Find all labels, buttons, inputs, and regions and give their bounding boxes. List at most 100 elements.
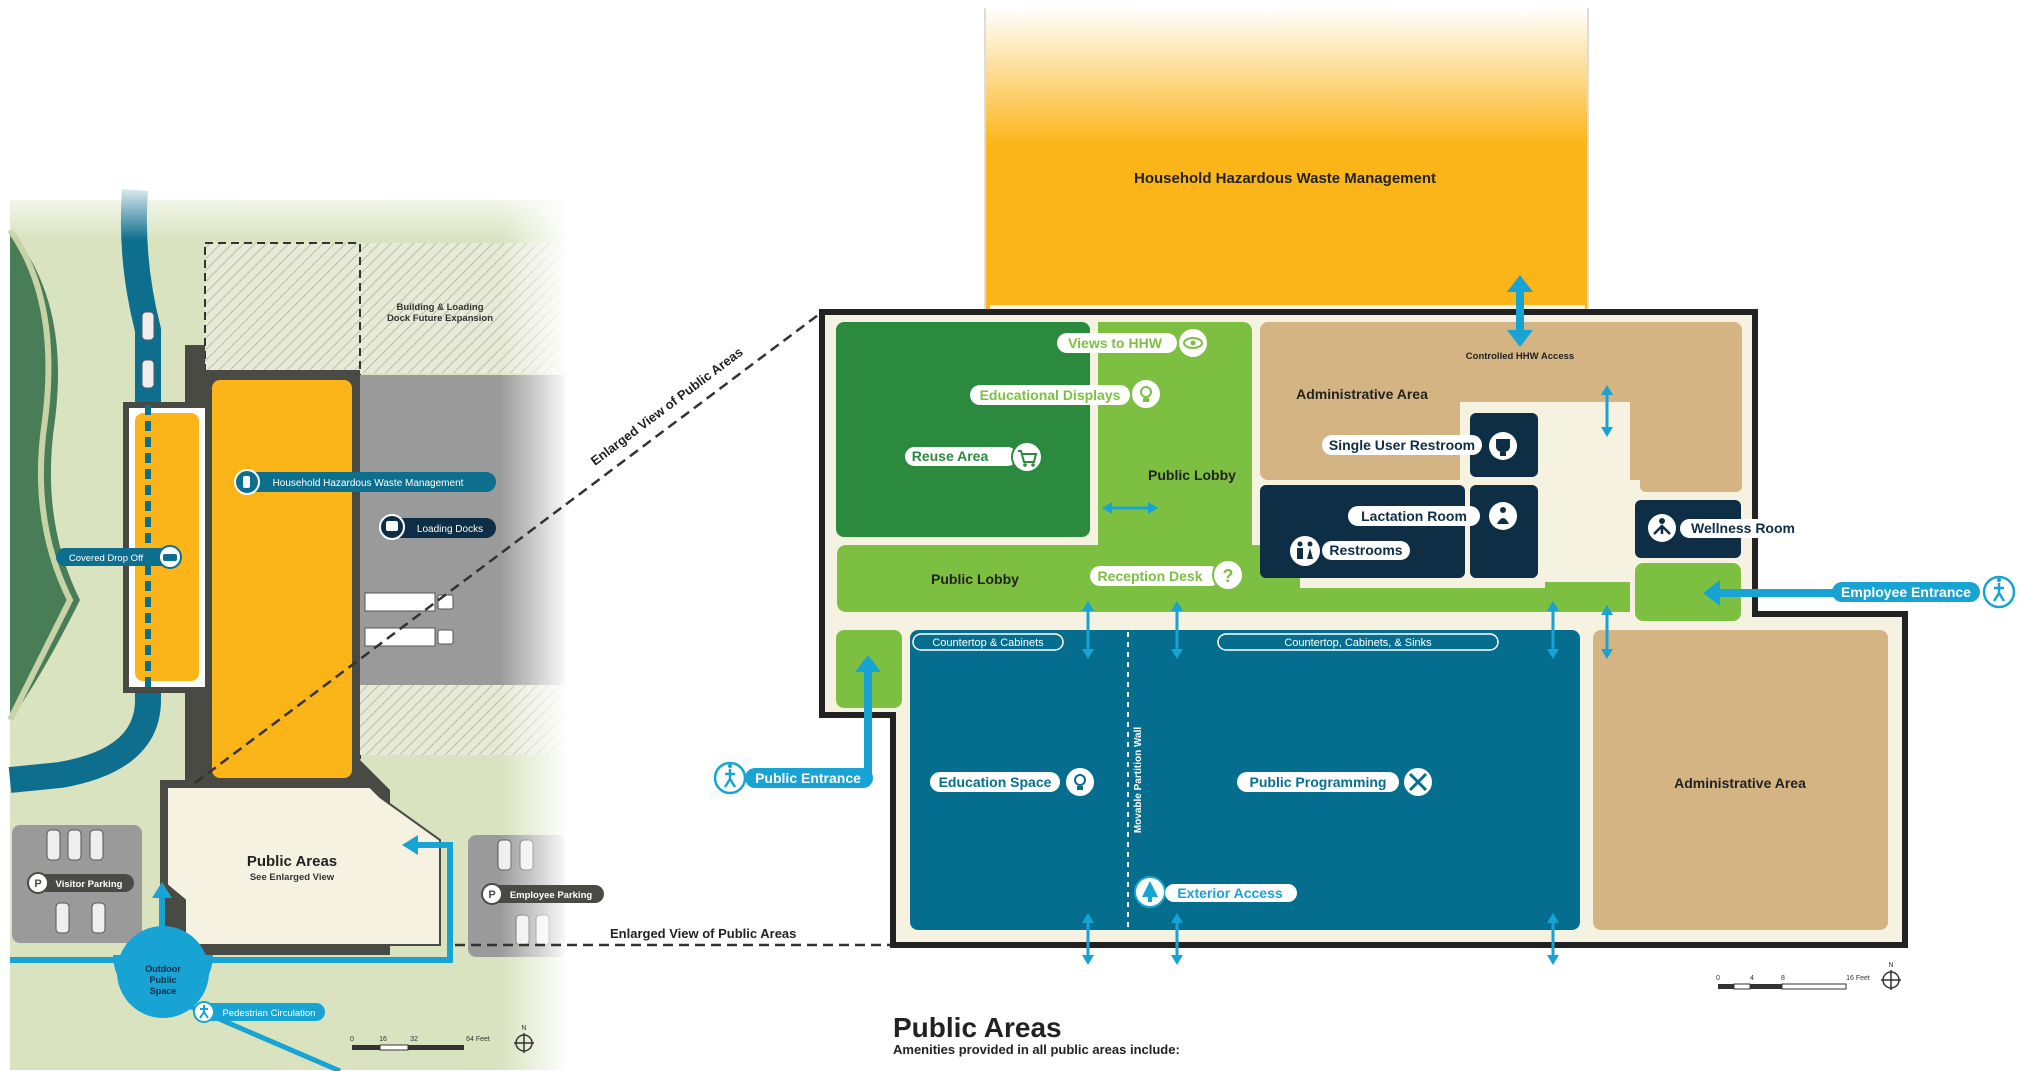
administrative-area-bottom [1593, 630, 1888, 930]
admin-area-top-label: Administrative Area [1296, 386, 1428, 402]
exterior-access-pill [1165, 884, 1297, 902]
site-fade-top [0, 180, 570, 240]
single-user-restroom-pill [1322, 435, 1482, 455]
employee-parking-pill [486, 885, 604, 903]
pedestrian-pill [200, 1003, 325, 1021]
pedestrian-circulation-label: Pedestrian Circulation [223, 1008, 316, 1019]
countertop-cabinets-pill [912, 633, 1064, 651]
connector-diagonal-label: Enlarged View of Public Areas [588, 344, 746, 468]
hhw-pill [240, 472, 496, 492]
site-scale-tick-1: 16 [379, 1036, 387, 1043]
restrooms-pill [1322, 541, 1410, 560]
countertop-cabinets-sinks-pill [1217, 633, 1499, 651]
car-2 [141, 359, 155, 389]
truck-icon [386, 521, 398, 531]
public-lobby-lower-label: Public Lobby [931, 571, 1019, 587]
site-scale-bar: 0 16 32 64 Feet [350, 1036, 490, 1051]
site-north-arrow: N [514, 1025, 534, 1053]
outdoor-public-space-circle [117, 926, 209, 1018]
enlarged-north-label: N [1888, 962, 1893, 969]
countertop-cabinets-label: Countertop & Cabinets [932, 637, 1044, 649]
enlarged-scale-bar: 0 4 8 16 Feet [1716, 975, 1870, 990]
employee-entrance-pill [1832, 582, 1980, 602]
enlarged-scale-tick-3: 16 Feet [1846, 975, 1870, 982]
outdoor-label-2: Public [149, 975, 176, 985]
site-scale-tick-3: 64 Feet [466, 1036, 490, 1043]
public-lobby [837, 322, 1630, 612]
employee-parking-label: Employee Parking [510, 890, 593, 901]
pedestrian-path [10, 842, 453, 963]
drop-off-lane [8, 395, 161, 793]
bottle-icon [243, 476, 250, 488]
loading-docks-label: Loading Docks [417, 524, 483, 535]
site-lawn-edge [7, 228, 74, 722]
site-plan-labels: Household Hazardous Waste Management Loa… [27, 302, 604, 1053]
parking-p-glyph: P [34, 878, 41, 890]
site-woods [10, 230, 80, 720]
employee-entry-vestibule [1635, 563, 1741, 621]
question-icon [1212, 559, 1244, 591]
public-programming-label: Public Programming [1250, 774, 1387, 790]
footer: Public Areas Amenities provided in all p… [893, 1012, 1180, 1057]
admin-tan-right-tail [1640, 402, 1742, 492]
movable-partition-wall-label: Movable Partition Wall [1133, 727, 1144, 834]
hhw-enlarged-title: Household Hazardous Waste Management [1134, 170, 1436, 187]
wellness-room-label: Wellness Room [1691, 520, 1795, 536]
site-fade-right [500, 180, 570, 1071]
hhw-site-label: Household Hazardous Waste Management [273, 478, 464, 489]
loading-docks-pill [388, 518, 496, 538]
footer-subtitle: Amenities provided in all public areas i… [893, 1042, 1180, 1057]
cart-icon [1011, 441, 1043, 473]
site-scale-tick-2: 32 [410, 1036, 418, 1043]
outdoor-label-3: Space [150, 986, 177, 996]
single-user-restroom-label: Single User Restroom [1329, 437, 1475, 453]
enlarged-scale-tick-2: 8 [1781, 975, 1785, 982]
pedestrian-arrow-head [152, 882, 172, 898]
reception-desk-label: Reception Desk [1097, 568, 1202, 584]
lightbulb-icon-displays [1130, 378, 1162, 410]
future-expansion-area-left [205, 243, 360, 373]
enlarged-scale-tick-0: 0 [1716, 975, 1720, 982]
lactation-room-block [1470, 485, 1538, 578]
public-lobby-upper-label: Public Lobby [1148, 467, 1236, 483]
enlarged-north-arrow: N [1881, 962, 1901, 990]
lactation-room-pill [1348, 506, 1480, 526]
enlarged-plan: Household Hazardous Waste Management [819, 8, 1908, 948]
public-programming-pill [1237, 772, 1399, 792]
reuse-area-pill [905, 447, 1017, 466]
employee-entrance-label: Employee Entrance [1841, 584, 1971, 600]
car-1 [141, 311, 155, 341]
public-areas-building [166, 786, 441, 946]
footer-title: Public Areas [893, 1012, 1062, 1043]
public-entrance-pill [745, 768, 873, 788]
restrooms-label: Restrooms [1329, 542, 1402, 558]
restrooms-lactation [1260, 485, 1465, 578]
exterior-access-label: Exterior Access [1177, 885, 1283, 901]
admin-area-bottom-label: Administrative Area [1674, 775, 1806, 791]
question-glyph: ? [1223, 566, 1234, 586]
future-expansion-label-2: Dock Future Expansion [387, 313, 493, 324]
education-space-pill [930, 772, 1060, 792]
controlled-hhw-access-label: Controlled HHW Access [1466, 351, 1574, 362]
parking-icon-employee [481, 883, 503, 905]
visitor-parking-label: Visitor Parking [56, 879, 123, 890]
views-to-hhw-label: Views to HHW [1068, 335, 1163, 351]
reuse-area-label: Reuse Area [912, 448, 989, 464]
views-to-hhw-pill [1057, 333, 1177, 353]
reception-desk-pill [1090, 566, 1220, 586]
visitor-parked-cars [46, 829, 106, 934]
connector-diagonal [194, 311, 823, 784]
future-expansion-label-1: Building & Loading [396, 302, 483, 313]
pedestrian-arrow-head-2 [402, 835, 418, 855]
covered-drop-off-label: Covered Drop Off [69, 553, 144, 564]
countertop-cabinets-sinks-label: Countertop, Cabinets, & Sinks [1284, 637, 1432, 649]
wellness-room-pill [1680, 519, 1805, 538]
reuse-area [836, 322, 1090, 537]
public-areas-site-sub: See Enlarged View [250, 872, 335, 883]
parking-icon-visitor [27, 872, 49, 894]
enlarged-plan-labels: Controlled HHW Access Views to HHW Educa… [713, 327, 2016, 990]
site-north-label: N [521, 1025, 526, 1032]
hhw-enlarged-bottom-edge [995, 230, 1580, 298]
parking-p-glyph-2: P [488, 889, 495, 901]
